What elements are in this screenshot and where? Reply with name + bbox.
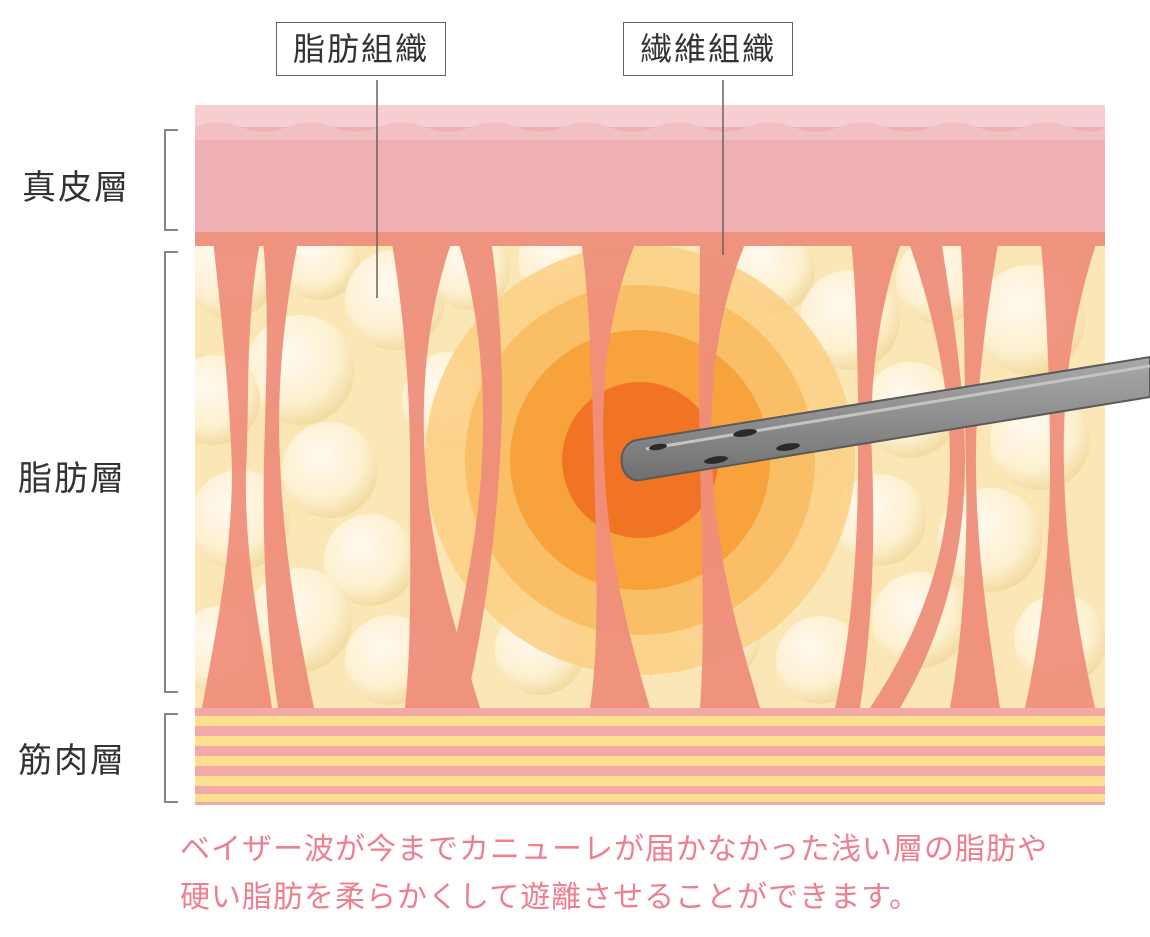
muscle-layer-label: 筋肉層 <box>18 741 126 781</box>
layer-brackets <box>164 129 178 803</box>
fibrous-tissue-callout: 繊維組織 <box>623 22 794 76</box>
fat-layer-label: 脂肪層 <box>18 459 126 499</box>
fat-bracket <box>164 251 178 693</box>
muscle-bracket <box>164 713 178 803</box>
cannula-probe-icon <box>620 355 1150 482</box>
dermis-bracket <box>164 129 178 231</box>
fat-tissue-callout: 脂肪組織 <box>276 22 447 76</box>
fibrous-septa <box>195 232 1105 708</box>
caption-line-2: 硬い脂肪を柔らかくして遊離させることができます。 <box>180 880 921 915</box>
muscle-layer <box>195 708 1105 805</box>
dermis-label: 真皮層 <box>22 168 130 208</box>
caption-line-1: ベイザー波が今までカニューレが届かなかった浅い層の脂肪や <box>180 832 1048 867</box>
dermis-layer <box>195 105 1105 235</box>
